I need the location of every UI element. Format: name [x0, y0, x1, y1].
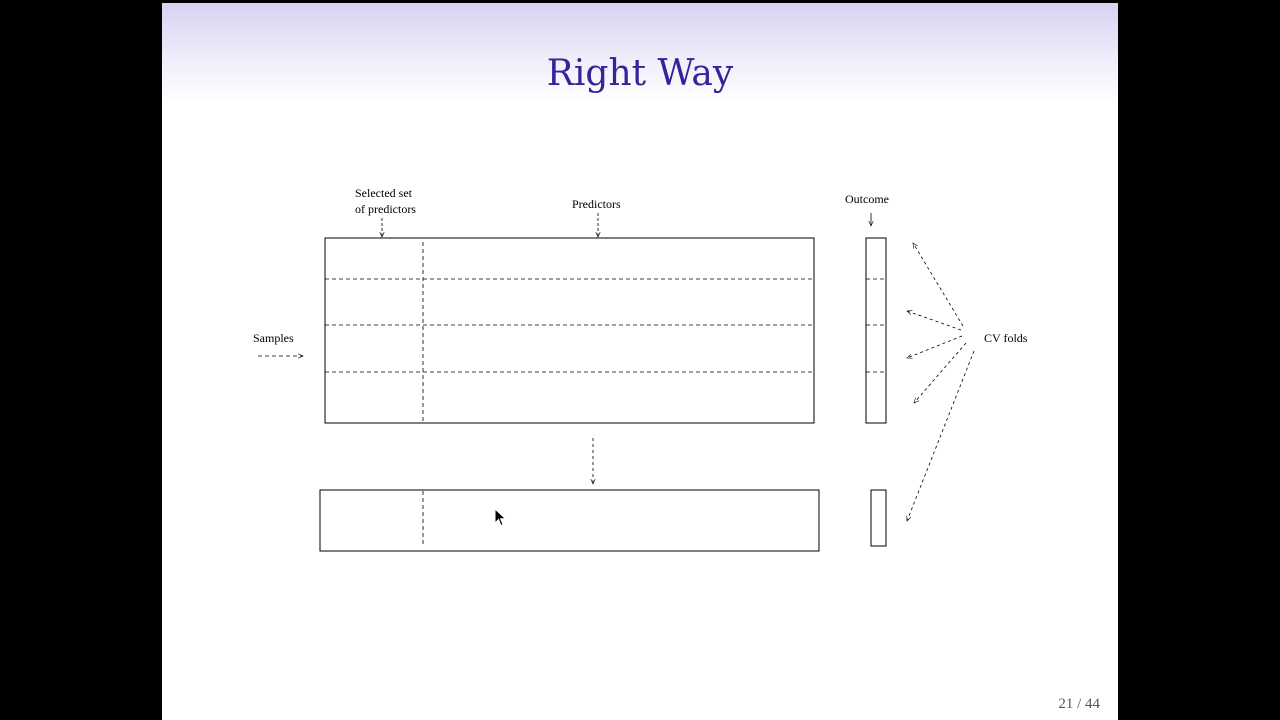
holdout-outcome	[870, 489, 887, 547]
cv-fold-arrow	[907, 335, 963, 358]
cv-fold-arrow	[914, 342, 967, 403]
slide: Right Way Selected set of predictors Pre…	[162, 3, 1118, 720]
cv-fold-arrow	[907, 311, 962, 331]
selected-set-label: Selected set	[355, 186, 413, 200]
cv-fold-arrow	[907, 350, 975, 521]
page-number: 21 / 44	[1058, 696, 1100, 712]
outcome-column	[865, 237, 887, 424]
outcome-label: Outcome	[845, 192, 889, 206]
mouse-pointer-icon	[494, 508, 507, 527]
data-matrix	[324, 237, 815, 424]
title-band	[162, 3, 1118, 103]
cv-folds-label: CV folds	[984, 331, 1028, 345]
selected-set-label-line2: of predictors	[355, 202, 416, 216]
samples-label: Samples	[253, 331, 294, 345]
cv-fold-arrow	[913, 243, 964, 327]
slide-title: Right Way	[546, 53, 734, 94]
cv-diagram: Selected set of predictors Predictors Ou…	[253, 186, 1028, 552]
holdout-matrix	[319, 489, 820, 552]
predictors-label: Predictors	[572, 197, 621, 211]
